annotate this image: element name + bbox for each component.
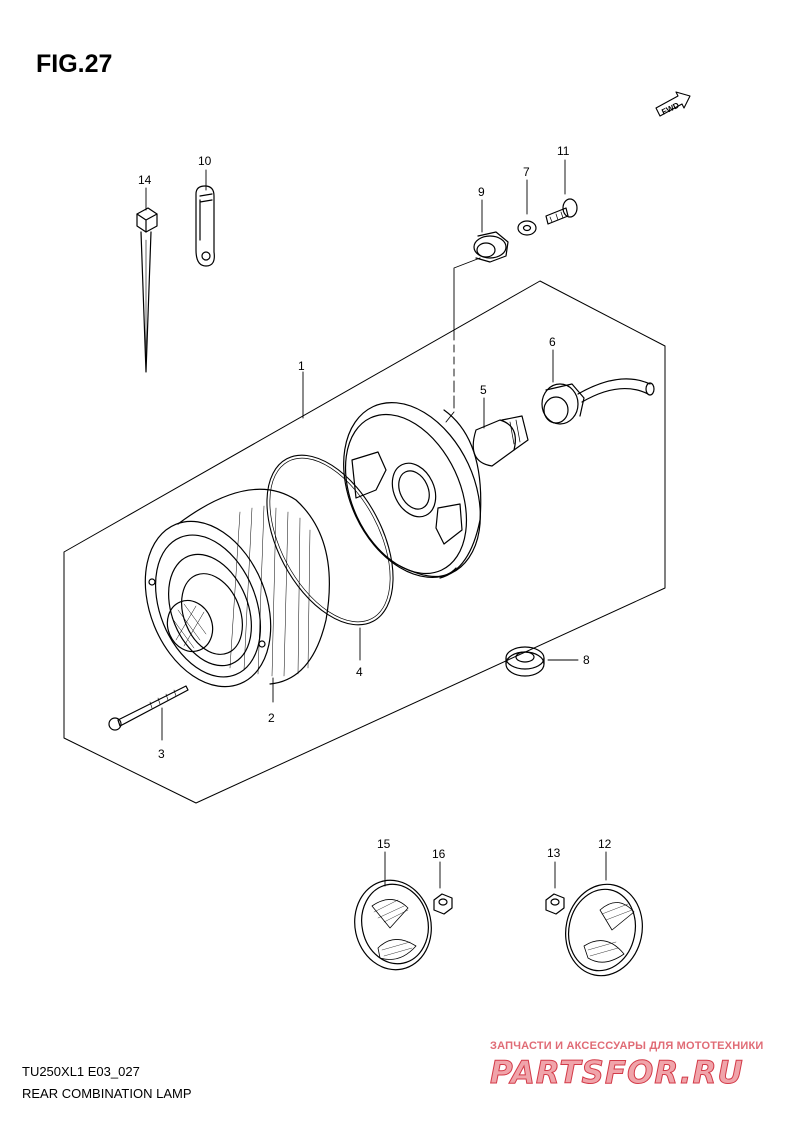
callout-8: 8 [583,653,590,667]
washer [517,220,537,236]
lamp-base [343,401,482,579]
callout-15: 15 [377,837,391,851]
callout-13: 13 [547,846,561,860]
callout-7: 7 [523,165,530,179]
watermark-tagline: ЗАПЧАСТИ И АКСЕССУАРЫ ДЛЯ МОТОТЕХНИКИ [490,1040,764,1052]
bushing [473,231,509,263]
callout-9: 9 [478,185,485,199]
model-code: TU250XL1 E03_027 [22,1064,140,1079]
watermark-logo: PARTSFOR.RU [490,1055,744,1092]
diagram-caption: REAR COMBINATION LAMP [22,1086,192,1101]
callout-10: 10 [198,154,212,168]
screw [545,198,578,225]
callout-16: 16 [432,847,446,861]
reflector-right [565,883,643,977]
callout-14: 14 [138,173,152,187]
cable-tie [136,207,158,373]
callout-11: 11 [557,144,570,158]
callout-12: 12 [598,837,612,851]
callout-2: 2 [268,711,275,725]
bulb [472,415,529,467]
figure-title: FIG.27 [36,50,113,78]
fwd-label: FWD [660,101,681,117]
fwd-arrow-icon: FWD [655,91,691,117]
callout-5: 5 [480,383,487,397]
callout-3: 3 [158,747,165,761]
nut-left [433,893,453,915]
bulb-socket [541,378,655,425]
callout-4: 4 [356,665,363,679]
callout-6: 6 [549,335,556,349]
gasket [266,454,394,626]
callout-numbers: 1 2 3 4 5 6 7 8 9 10 11 12 13 14 15 16 [138,144,612,861]
nut-right [545,893,565,915]
reflector-left [354,879,432,971]
grommet [505,646,545,677]
lens-housing [144,488,330,688]
long-screw [108,685,189,731]
wire-clamp [195,185,215,267]
leader-lines [145,159,607,889]
callout-1: 1 [298,359,305,373]
assembly-frame [63,280,666,804]
